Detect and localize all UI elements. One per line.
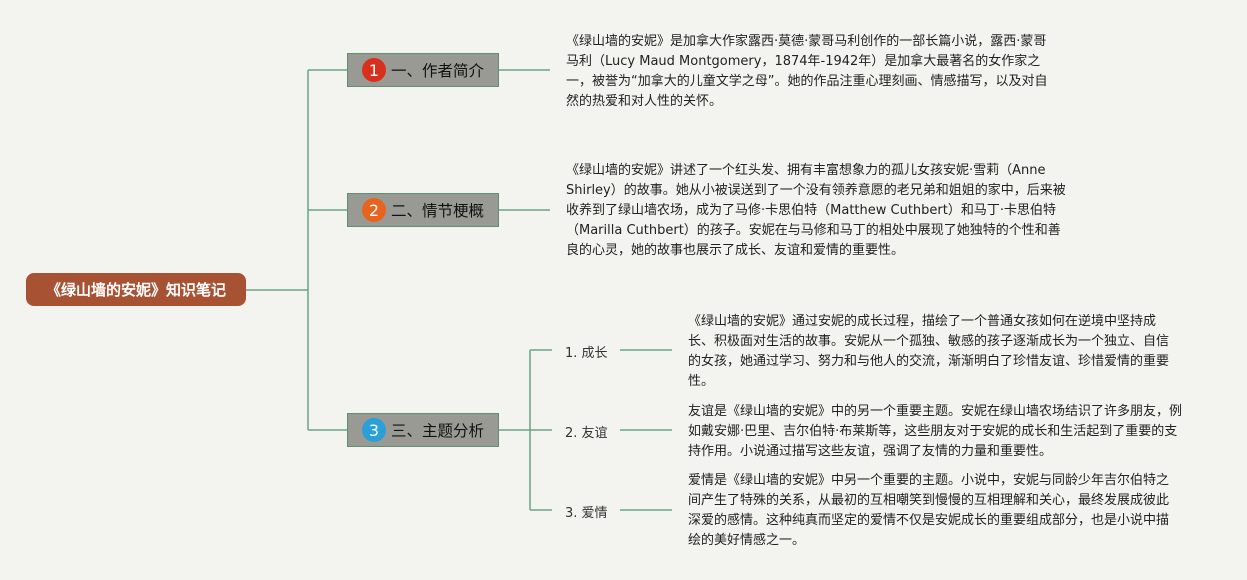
branch-author-intro[interactable]: 1 一、作者简介	[347, 53, 499, 87]
branch-label: 三、主题分析	[391, 422, 485, 440]
root-label: 《绿山墙的安妮》知识笔记	[45, 281, 226, 299]
subtopic-love[interactable]: 3. 爱情	[565, 506, 608, 521]
branch-theme-analysis[interactable]: 3 三、主题分析	[347, 413, 499, 447]
number-badge-2: 2	[362, 198, 386, 222]
subtopic-growth-text: 《绿山墙的安妮》通过安妮的成长过程，描绘了一个普通女孩如何在逆境中坚持成长、积极…	[688, 314, 1170, 389]
branch-label: 二、情节梗概	[391, 202, 485, 220]
author-intro-text: 《绿山墙的安妮》是加拿大作家露西·莫德·蒙哥马利创作的一部长篇小说，露西·蒙哥马…	[566, 34, 1048, 109]
number-badge-1: 1	[362, 58, 386, 82]
root-node[interactable]: 《绿山墙的安妮》知识笔记	[26, 273, 246, 306]
subtopic-friendship-text: 友谊是《绿山墙的安妮》中的另一个重要主题。安妮在绿山墙农场结识了许多朋友，例如戴…	[688, 404, 1183, 459]
number-badge-3: 3	[362, 418, 386, 442]
branch-label: 一、作者简介	[391, 62, 485, 80]
plot-summary-text: 《绿山墙的安妮》讲述了一个红头发、拥有丰富想象力的孤儿女孩安妮·雪莉（Anne …	[566, 163, 1066, 258]
subtopic-love-text: 爱情是《绿山墙的安妮》中另一个重要的主题。小说中，安妮与同龄少年吉尔伯特之间产生…	[688, 473, 1170, 548]
subtopic-friendship[interactable]: 2. 友谊	[565, 426, 608, 441]
branch-plot-summary[interactable]: 2 二、情节梗概	[347, 193, 499, 227]
subtopic-growth[interactable]: 1. 成长	[565, 346, 608, 361]
